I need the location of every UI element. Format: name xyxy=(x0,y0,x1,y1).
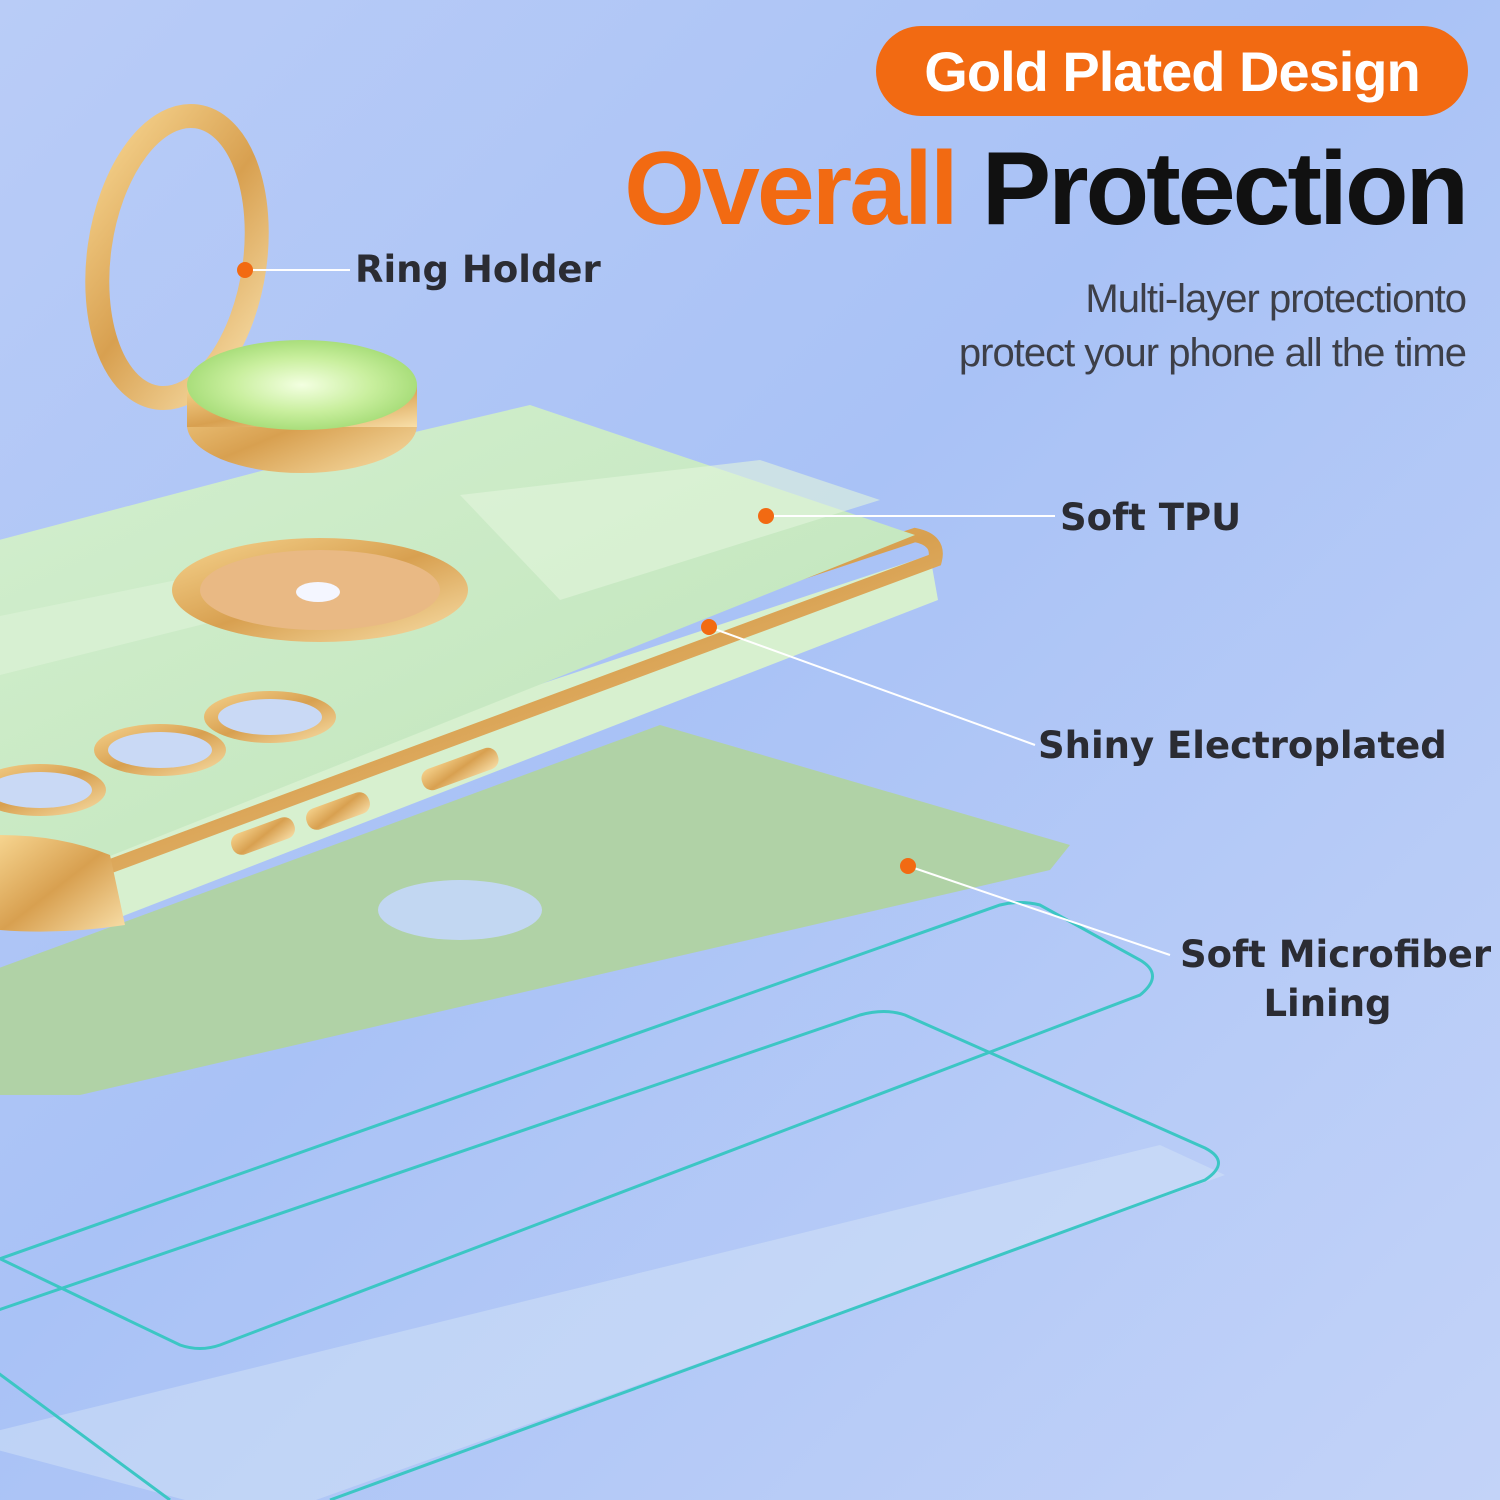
callout-shiny-electroplated: Shiny Electroplated xyxy=(1038,724,1447,767)
headline-accent: Overall xyxy=(624,131,959,247)
callout-microfiber: Soft Microfiber Lining xyxy=(1180,933,1492,1025)
callout-lines xyxy=(245,269,1171,956)
microfiber-lining-illustration xyxy=(0,725,1070,1095)
callout-soft-tpu: Soft TPU xyxy=(1060,496,1242,539)
headline: Overall Protection xyxy=(624,131,1469,247)
callout-dots xyxy=(237,262,916,874)
callout-ring-holder: Ring Holder xyxy=(355,248,601,291)
phone-case-illustration xyxy=(0,405,943,932)
callout-microfiber-line-1: Soft Microfiber xyxy=(1180,933,1492,976)
ring-holder-illustration xyxy=(85,103,417,473)
subtitle-line-1: Multi-layer protectionto xyxy=(1085,277,1467,321)
callout-microfiber-line-2: Lining xyxy=(1263,982,1392,1025)
subtitle-line-2: protect your phone all the time xyxy=(958,331,1467,375)
subtitle: Multi-layer protectionto protect your ph… xyxy=(958,272,1467,380)
badge-text: Gold Plated Design xyxy=(924,39,1420,103)
headline-main: Protection xyxy=(981,131,1469,247)
gold-plated-badge: Gold Plated Design xyxy=(876,26,1468,116)
